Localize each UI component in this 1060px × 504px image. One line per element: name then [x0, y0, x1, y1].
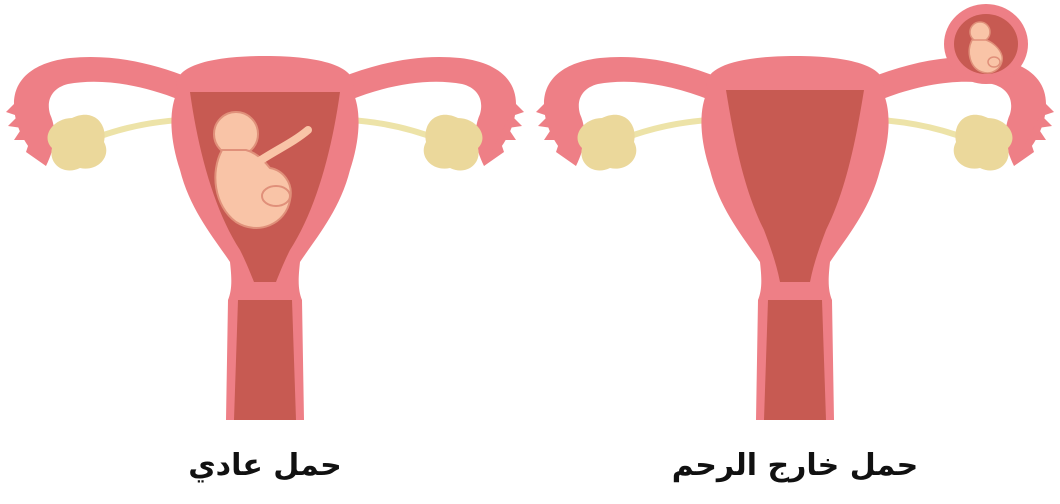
ectopic-pregnancy-caption: حمل خارج الرحم — [530, 446, 1060, 486]
left-ovary — [48, 115, 107, 171]
normal-pregnancy-panel: حمل عادي — [0, 0, 530, 504]
right-ovary — [954, 115, 1013, 171]
normal-pregnancy-caption: حمل عادي — [0, 446, 530, 486]
normal-pregnancy-illustration — [0, 0, 530, 440]
cervix — [764, 300, 826, 420]
ectopic-pregnancy-panel: حمل خارج الرحم — [530, 0, 1060, 504]
left-ovary — [578, 115, 637, 171]
right-ovary — [424, 115, 483, 171]
cervix — [234, 300, 296, 420]
ectopic-pregnancy-illustration — [530, 0, 1060, 440]
